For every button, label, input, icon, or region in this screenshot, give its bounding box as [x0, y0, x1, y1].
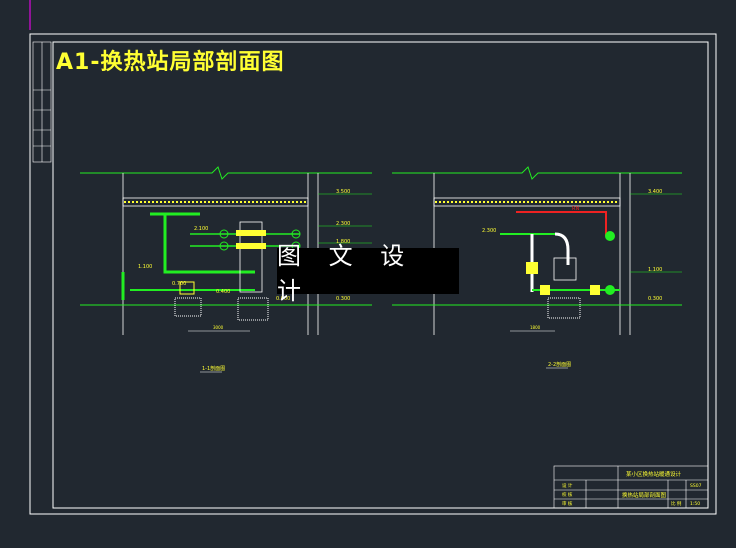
left-valve-2 [219, 241, 229, 251]
left-elev-label: 0.300 [336, 296, 350, 302]
left-elev-label: 0.700 [172, 281, 186, 287]
left-foundation-2 [237, 297, 269, 321]
left-slab [122, 197, 309, 207]
right-elev-label: 3.400 [648, 189, 662, 195]
left-pump [179, 281, 195, 295]
right-pump-motor [526, 262, 538, 274]
title-block [553, 465, 709, 509]
outer-border [29, 33, 717, 515]
drawing-title: A1-换热站局部剖面图 [56, 50, 285, 75]
left-elev-label: 0.000 [276, 296, 290, 302]
right-pipe-label: RN [572, 206, 579, 212]
left-exchanger-flange-top [236, 230, 266, 236]
title-block-project: 某小区换热站暖通设计 [626, 470, 682, 478]
left-valve-3 [291, 229, 301, 239]
left-elev-label: 2.100 [194, 226, 208, 232]
right-elev-label: 1.100 [648, 267, 662, 273]
left-top-ground-line [80, 166, 372, 180]
left-elev-label: 0.400 [216, 289, 230, 295]
left-elev-label: 1.800 [336, 239, 350, 245]
right-section-caption: 2-2剖面图 [548, 361, 571, 368]
title-block-row-label: 校 核 [562, 491, 573, 498]
left-elev-label: 2.300 [336, 221, 350, 227]
right-gauge-1 [605, 231, 615, 241]
right-foundation [547, 297, 581, 319]
right-dimension-text: 1800 [530, 325, 541, 330]
title-block-row-label: 设 计 [562, 482, 573, 489]
right-gauge-2 [605, 285, 615, 295]
binding-strip [32, 41, 52, 163]
left-riser-pipe [163, 214, 255, 274]
title-block-sheet-name: 换热站局部剖面图 [622, 491, 667, 499]
left-exchanger-flange-bottom [236, 243, 266, 249]
right-valve-yellow-1 [540, 285, 550, 295]
left-exchanger-column [239, 221, 263, 293]
right-elev-label: 0.300 [648, 296, 662, 302]
title-block-sheet-no: SS07 [690, 483, 702, 489]
title-block-scale-label: 比 例 [671, 500, 682, 507]
left-valve-1 [219, 229, 229, 239]
left-level-mark: 1.100 [138, 264, 152, 270]
title-block-row-label: 审 核 [562, 500, 573, 507]
section-right: 3.400 2.300 1.100 0.300 RN 1800 2-2剖面图 [392, 166, 682, 369]
right-elev-label: 2.300 [482, 228, 496, 234]
right-top-ground-line [392, 166, 682, 180]
right-hot-water-pipe [516, 211, 607, 236]
left-elev-label: 3.500 [336, 189, 350, 195]
right-valve-yellow-2 [590, 285, 600, 295]
left-section-caption: 1-1剖面图 [202, 365, 225, 372]
left-dimension-text: 3000 [213, 325, 224, 330]
title-block-scale: 1:50 [690, 501, 700, 507]
right-slab [433, 197, 621, 207]
watermark-overlay: 图 文 设 计 [277, 242, 459, 305]
right-pump-body [553, 257, 577, 281]
inner-border [52, 41, 709, 509]
left-foundation-1 [174, 297, 202, 317]
right-elbow-pipe [554, 232, 570, 265]
